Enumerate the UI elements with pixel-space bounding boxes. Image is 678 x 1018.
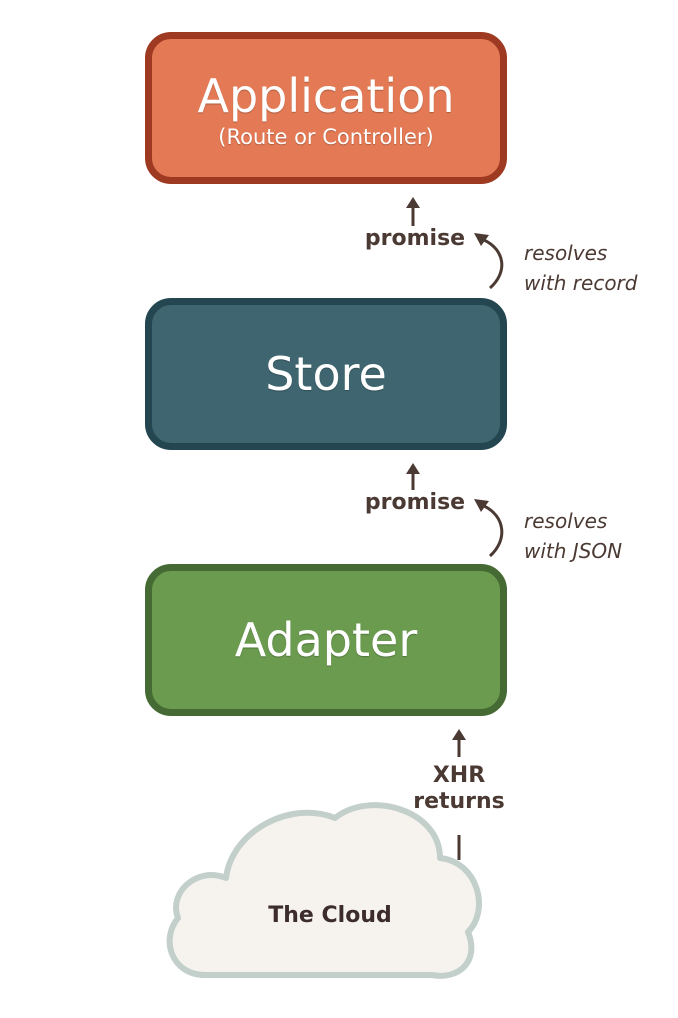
curved-arrow-resolves-json [474, 499, 504, 558]
resolves-record-label: resolves with record [524, 238, 637, 298]
adapter-box: Adapter [145, 564, 507, 716]
promise-label-bottom: promise [364, 490, 466, 515]
curved-arrow-resolves-record [474, 233, 504, 290]
resolves-json-line1: resolves [524, 509, 608, 533]
store-box: Store [145, 298, 507, 450]
arrow-up-to-store [406, 463, 420, 490]
xhr-line2: returns [413, 789, 505, 815]
adapter-title: Adapter [234, 613, 418, 667]
store-title: Store [265, 347, 387, 401]
promise-label-top: promise [364, 226, 466, 251]
arrow-up-to-application [406, 197, 420, 226]
application-box: Application (Route or Controller) [145, 32, 507, 184]
resolves-json-line2: with JSON [524, 539, 623, 563]
xhr-returns-label: XHR returns [404, 763, 514, 816]
xhr-line1: XHR [432, 763, 486, 788]
arrow-up-to-adapter [452, 729, 466, 757]
application-subtitle: (Route or Controller) [218, 125, 434, 149]
application-title: Application [197, 69, 455, 123]
resolves-json-label: resolves with JSON [524, 506, 622, 566]
cloud-shape [166, 802, 482, 979]
cloud-label: The Cloud [268, 903, 392, 928]
resolves-record-line1: resolves [524, 241, 608, 265]
resolves-record-line2: with record [524, 271, 638, 295]
